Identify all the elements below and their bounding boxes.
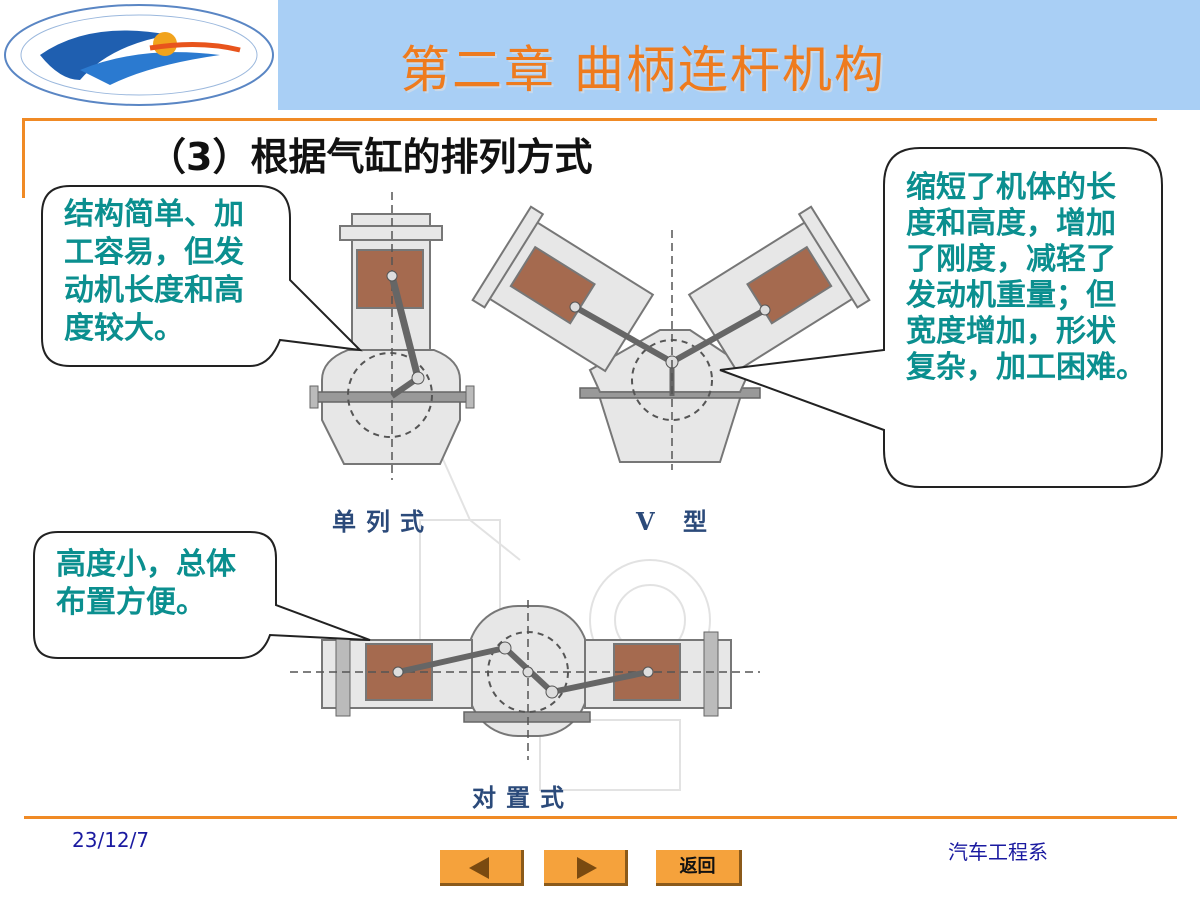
bubble-vtype-text: 缩短了机体的长 度和高度，增加 了刚度，减轻了 发动机重量；但 宽度增加，形状 …	[906, 170, 1146, 385]
college-logo-icon	[4, 4, 274, 106]
arrow-right-icon	[577, 857, 597, 879]
bubble-inline-text: 结构简单、加 工容易，但发 动机长度和高 度较大。	[64, 197, 244, 346]
bubble-vtype-shape	[719, 147, 1163, 488]
label-opposed: 对置式	[472, 783, 574, 812]
section-subtitle: （3）根据气缸的排列方式	[148, 135, 593, 179]
left-divider	[22, 118, 25, 198]
opposed-engine-diagram	[290, 600, 760, 760]
department-name: 汽车工程系	[948, 840, 1048, 864]
bubble-inline-shape	[41, 185, 363, 367]
back-button[interactable]: 返回	[656, 850, 742, 886]
prev-button[interactable]	[440, 850, 524, 886]
inline-engine-diagram	[309, 192, 475, 480]
slide-title: 第二章 曲柄连杆机构	[400, 41, 886, 99]
back-button-label: 返回	[679, 856, 716, 877]
arrow-left-icon	[469, 857, 489, 879]
label-inline: 单列式	[332, 507, 434, 536]
v-type-engine-diagram	[471, 205, 871, 470]
bottom-divider	[24, 816, 1177, 819]
next-button[interactable]	[544, 850, 628, 886]
logo	[0, 0, 278, 110]
label-vtype: V 型	[636, 507, 717, 536]
piston-v-right	[746, 245, 833, 325]
bubble-opposed-text: 高度小，总体 布置方便。	[56, 547, 236, 620]
top-divider	[22, 118, 1157, 121]
bubble-opposed-shape	[33, 531, 371, 659]
background-engine-sketch	[419, 429, 711, 791]
slide-date: 23/12/7	[72, 828, 150, 852]
